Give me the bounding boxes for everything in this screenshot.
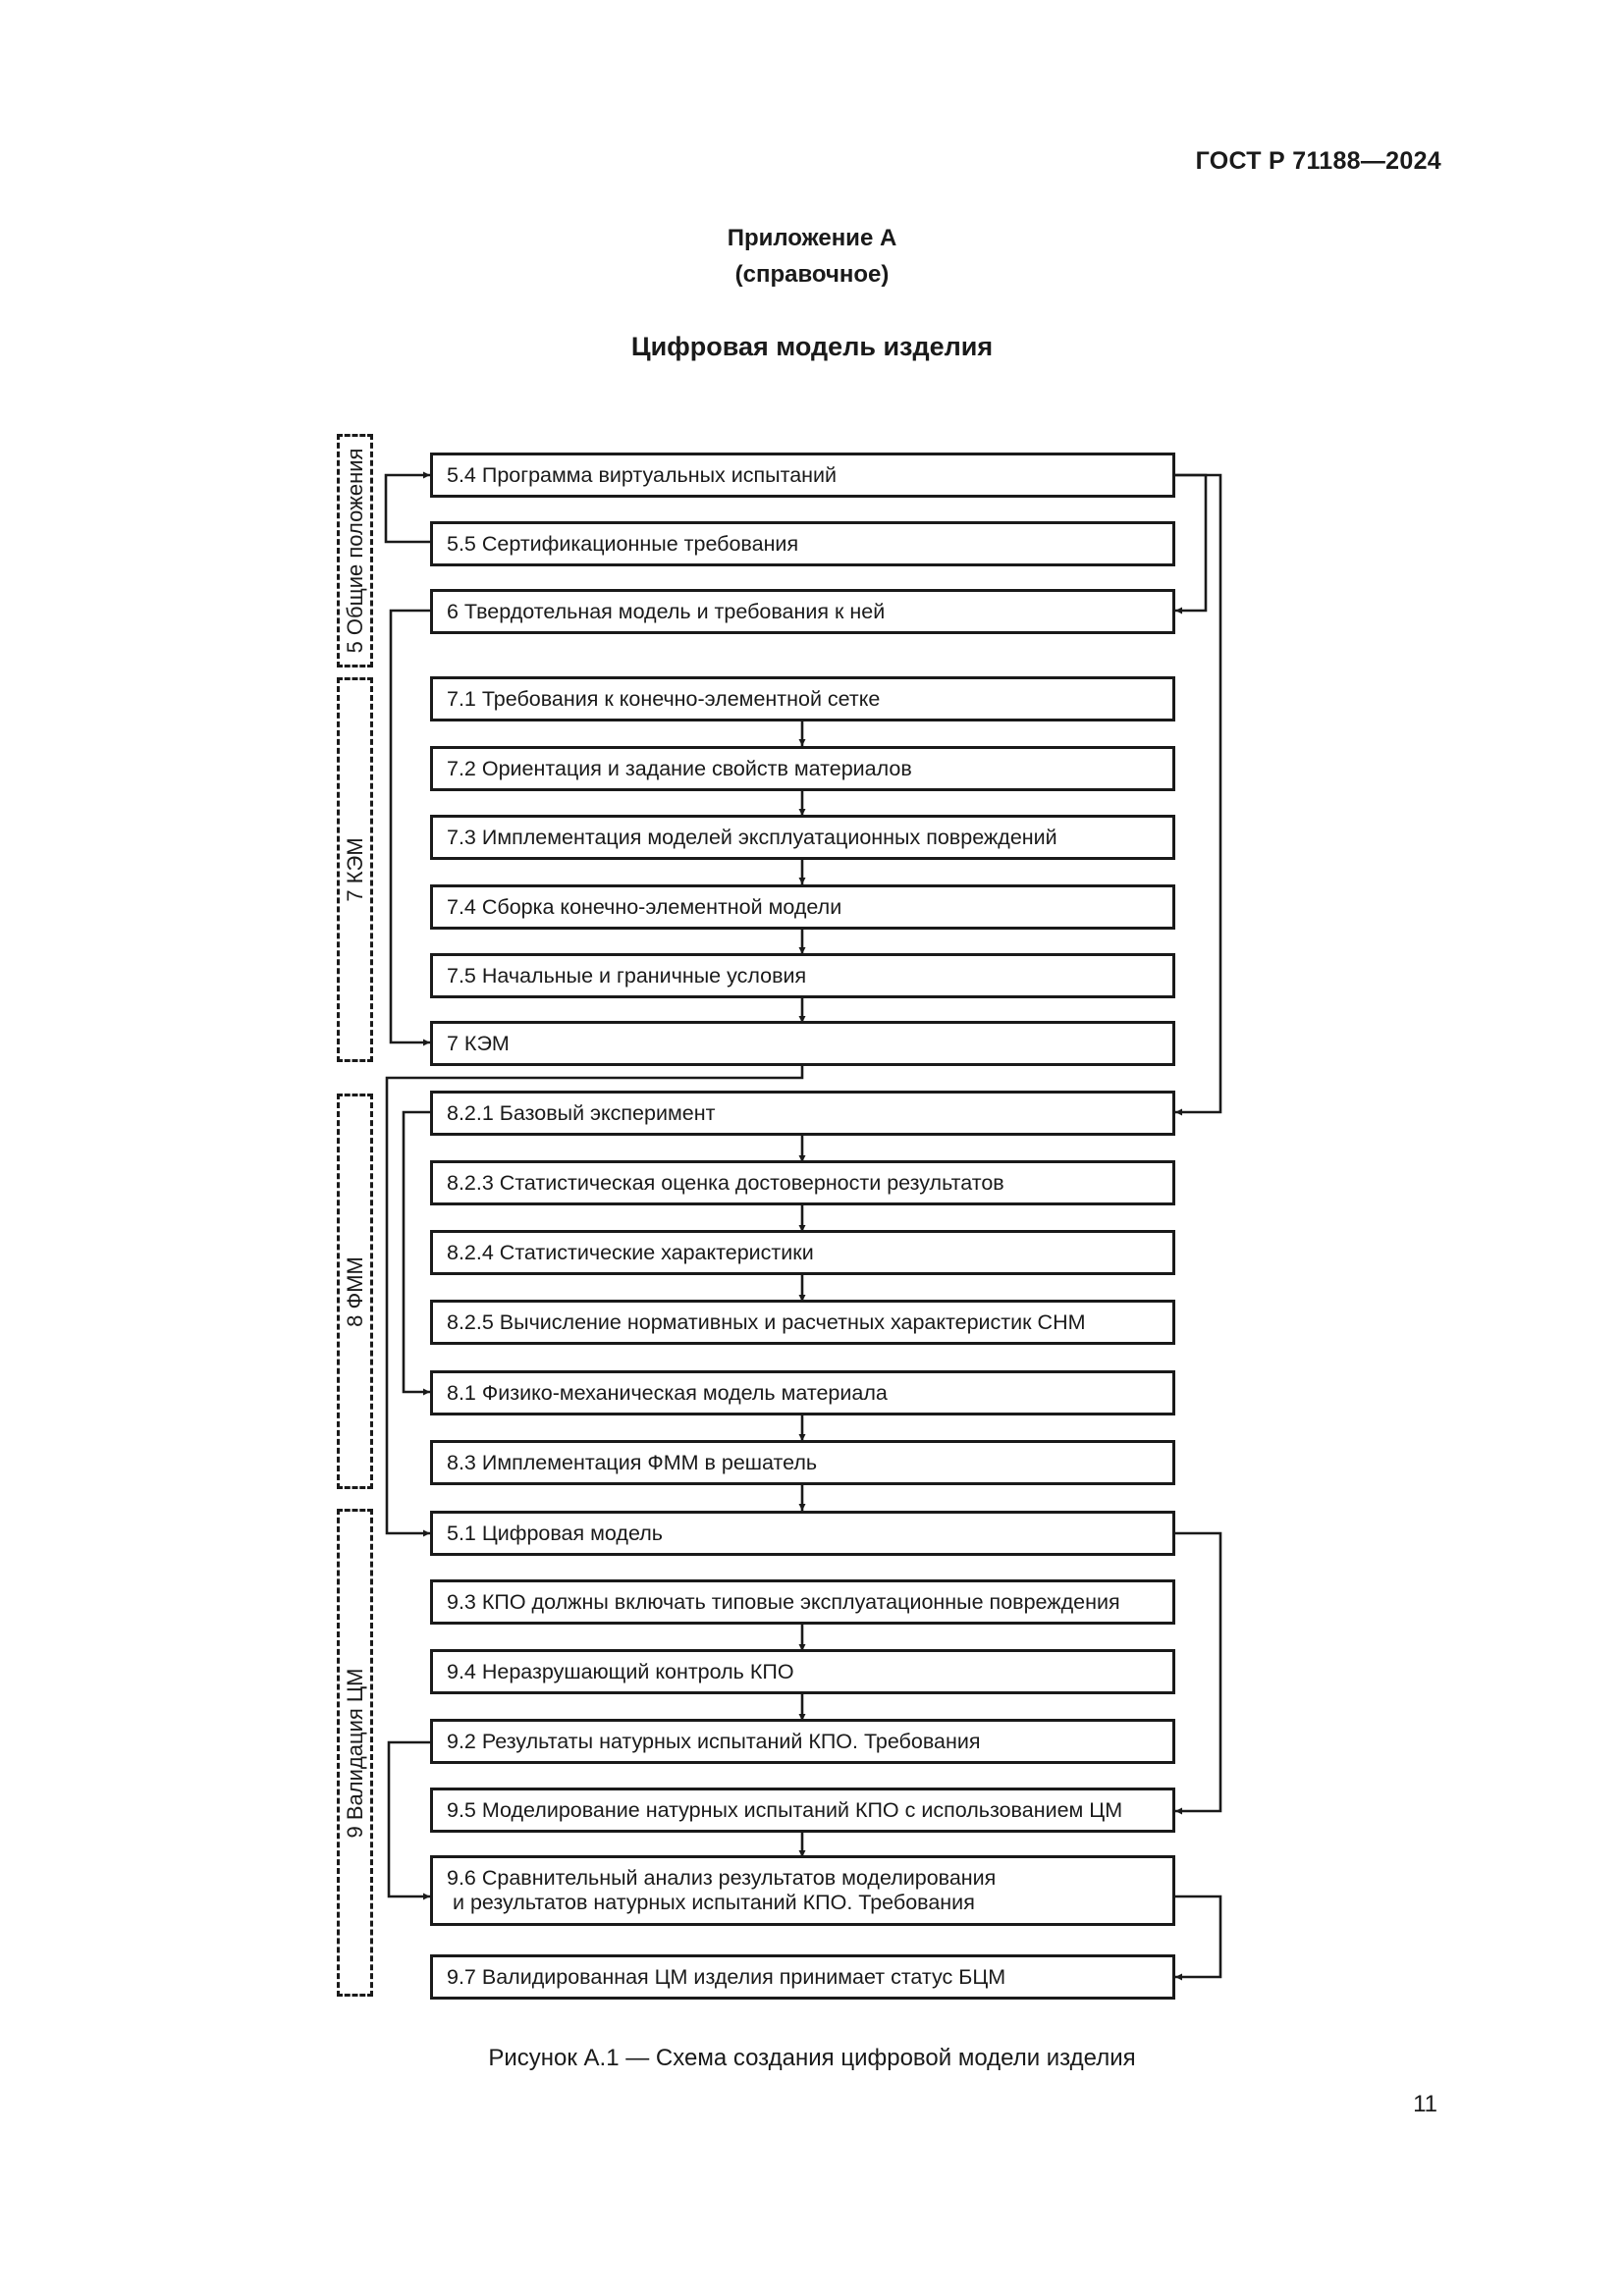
box-7-1-mesh-requirements: 7.1 Требования к конечно-элементной сетк… xyxy=(430,676,1175,721)
group-fem: 7 КЭМ xyxy=(337,677,373,1062)
box-8-1-material-model: 8.1 Физико-механическая модель материала xyxy=(430,1370,1175,1415)
box-6-solid-model: 6 Твердотельная модель и требования к не… xyxy=(430,589,1175,634)
box-7-5-boundary-conditions: 7.5 Начальные и граничные условия xyxy=(430,953,1175,998)
box-7-2-material-properties: 7.2 Ориентация и задание свойств материа… xyxy=(430,746,1175,791)
box-9-6-comparative-analysis: 9.6 Сравнительный анализ результатов мод… xyxy=(430,1855,1175,1926)
loop-9-6-to-9-7 xyxy=(1175,1895,1222,1981)
loop-5-4-to-8-2-1 xyxy=(1175,473,1222,1116)
figure-title: Цифровая модель изделия xyxy=(630,332,994,361)
loop-5-1-to-9-5 xyxy=(1175,1531,1222,1815)
group-general-provisions: 5 Общие положения xyxy=(337,434,373,667)
appendix-title: Приложение А xyxy=(727,225,897,251)
page-number: 11 xyxy=(1413,2091,1437,2117)
box-8-3-solver-implementation: 8.3 Имплементация ФММ в решатель xyxy=(430,1440,1175,1485)
box-9-3-kpo-damages: 9.3 КПО должны включать типовые эксплуат… xyxy=(430,1579,1175,1625)
box-8-2-3-statistical-assessment: 8.2.3 Статистическая оценка достоверност… xyxy=(430,1160,1175,1205)
box-8-2-5-design-characteristics: 8.2.5 Вычисление нормативных и расчетных… xyxy=(430,1300,1175,1345)
group-material-model: 8 ФММ xyxy=(337,1094,373,1489)
box-7-3-damage-models: 7.3 Имплементация моделей эксплуатационн… xyxy=(430,815,1175,860)
box-8-2-1-base-experiment: 8.2.1 Базовый эксперимент xyxy=(430,1091,1175,1136)
loop-7-to-5-1 xyxy=(385,1064,804,1537)
group-label: 5 Общие положения xyxy=(342,448,367,654)
box-9-2-field-test-results: 9.2 Результаты натурных испытаний КПО. Т… xyxy=(430,1719,1175,1764)
group-label: 8 ФММ xyxy=(342,1255,367,1327)
box-9-4-ndt: 9.4 Неразрушающий контроль КПО xyxy=(430,1649,1175,1694)
box-5-5-certification-requirements: 5.5 Сертификационные требования xyxy=(430,521,1175,566)
box-9-7-validated-model: 9.7 Валидированная ЦМ изделия принимает … xyxy=(430,1954,1175,2000)
group-label: 9 Валидация ЦМ xyxy=(342,1668,367,1838)
box-5-4-virtual-test-program: 5.4 Программа виртуальных испытаний xyxy=(430,453,1175,498)
loop-8-2-1-to-8-1 xyxy=(402,1110,430,1396)
box-7-fem: 7 КЭМ xyxy=(430,1021,1175,1066)
appendix-subtitle: (справочное) xyxy=(734,261,890,288)
loop-5-5-to-5-4 xyxy=(384,471,430,544)
box-8-2-4-statistical-characteristics: 8.2.4 Статистические характеристики xyxy=(430,1230,1175,1275)
box-9-5-test-simulation: 9.5 Моделирование натурных испытаний КПО… xyxy=(430,1788,1175,1833)
standard-number: ГОСТ Р 71188—2024 xyxy=(1195,147,1441,175)
box-7-4-fe-assembly: 7.4 Сборка конечно-элементной модели xyxy=(430,884,1175,930)
loop-6-to-7 xyxy=(389,609,430,1046)
loop-9-2-to-9-6 xyxy=(387,1740,430,1900)
box-5-1-digital-model: 5.1 Цифровая модель xyxy=(430,1511,1175,1556)
figure-caption: Рисунок А.1 — Схема создания цифровой мо… xyxy=(488,2045,1136,2071)
group-label: 7 КЭМ xyxy=(342,837,367,902)
group-validation: 9 Валидация ЦМ xyxy=(337,1509,373,1997)
loop-5-4-to-6 xyxy=(1175,473,1208,614)
